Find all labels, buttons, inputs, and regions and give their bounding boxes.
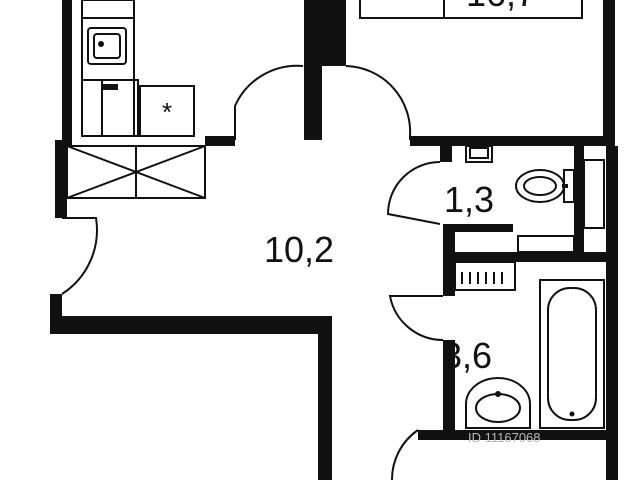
- wall-left-mid: [55, 140, 67, 218]
- wall-kitchen-bottom: [205, 136, 235, 146]
- wall-top-room-bottom: [410, 136, 610, 146]
- door-toilet: [386, 161, 441, 225]
- sink-icon: [87, 27, 127, 65]
- toilet-fixtures: [465, 145, 605, 253]
- door-top-room: [345, 65, 412, 140]
- wall-bath-bottom: [418, 430, 610, 440]
- bathroom-area-label: 3,6: [442, 335, 492, 376]
- toilet-area-label: 1,3: [444, 179, 494, 220]
- hall-area-label: 10,2: [264, 229, 334, 270]
- kitchen-cabinet: [81, 79, 103, 137]
- wall-shaft: [574, 146, 584, 260]
- wall-bottom-mid: [318, 316, 332, 480]
- kitchen-counter-top: [81, 0, 135, 19]
- bathtub-icon: [539, 279, 605, 429]
- bathroom-fixtures: [454, 261, 605, 429]
- top-room-area-label: 16,7: [466, 0, 536, 14]
- shaft-box: [583, 159, 605, 229]
- wall-bath-top: [455, 252, 615, 262]
- svg-text:*: *: [162, 97, 172, 127]
- stove-icon: *: [139, 85, 195, 137]
- doors: [61, 64, 444, 480]
- wall-toilet-left: [440, 140, 452, 162]
- door-bottom: [390, 429, 419, 480]
- watermark-id: ID 11167068: [468, 430, 541, 445]
- washing-machine-icon: [454, 261, 516, 291]
- wall-bath-left: [443, 340, 455, 436]
- kitchen-cabinet-2: [101, 79, 139, 137]
- wall-hall-right: [443, 224, 513, 232]
- walls: [50, 0, 618, 480]
- wall-bottom-left: [50, 316, 332, 334]
- wall-left-top: [62, 0, 72, 146]
- toilet-icon: [515, 169, 575, 203]
- wall-toilet-bath: [443, 224, 455, 296]
- kitchen-fixtures: *: [66, 0, 206, 199]
- door-left: [61, 217, 98, 295]
- wall-center-pillar-2: [322, 0, 346, 66]
- kitchen-x-block: [66, 145, 206, 199]
- wall-right: [603, 0, 615, 146]
- kitchen-cabinet-divider: [102, 84, 118, 90]
- wall-center-pillar: [304, 0, 322, 140]
- wall-right-lower: [606, 146, 618, 480]
- toilet-shelf: [517, 235, 575, 253]
- top-room-furniture: [359, 0, 583, 19]
- sink-icon: [465, 377, 531, 429]
- sink-icon: [465, 145, 493, 163]
- door-kitchen: [234, 64, 304, 140]
- door-bath: [388, 295, 444, 341]
